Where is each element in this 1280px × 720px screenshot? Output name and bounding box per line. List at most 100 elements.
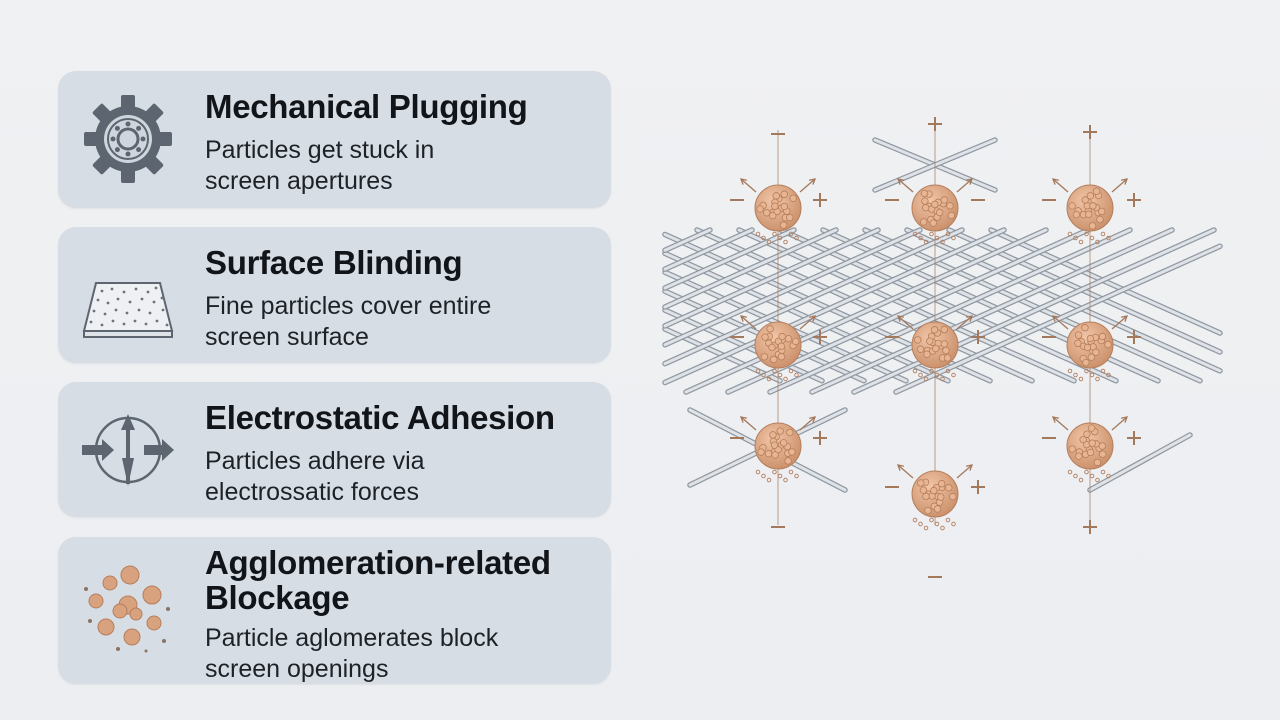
card-description-line: screen openings [205, 655, 389, 683]
grain [917, 479, 925, 487]
fine-particle [1084, 469, 1089, 475]
fine-particle [1089, 235, 1095, 241]
grain [1088, 222, 1097, 230]
force-arrowhead [965, 178, 974, 185]
card-description-line: Particle aglomerates block [205, 624, 499, 652]
grain [763, 209, 771, 217]
fine-particle [1073, 235, 1078, 241]
fine-particle [1067, 231, 1073, 237]
grain [778, 332, 786, 341]
grain [1092, 187, 1101, 195]
fine-particle [766, 376, 772, 382]
screen-surface-icon [82, 282, 174, 338]
force-arrowhead [965, 464, 974, 471]
grain [780, 202, 789, 211]
grain [1085, 210, 1093, 219]
fine-particle [1100, 469, 1106, 475]
fine-particle [945, 368, 951, 374]
card-description: Particles get stuck in screen apertures [205, 135, 600, 197]
grain [937, 480, 946, 488]
fine-particle [772, 231, 777, 237]
card-title: Agglomeration-related Blockage [205, 545, 600, 615]
grain [916, 345, 925, 353]
grain [786, 213, 794, 222]
force-arrow [799, 416, 816, 431]
grain [1096, 215, 1104, 224]
particle-cluster [739, 178, 817, 245]
grain [1072, 210, 1081, 219]
fine-particle [772, 469, 777, 475]
fine-particle [766, 477, 772, 483]
force-arrow [799, 178, 816, 193]
fine-particle [923, 376, 929, 382]
force-arrow [1111, 315, 1128, 330]
grain [924, 506, 932, 515]
force-arrowhead [896, 315, 905, 322]
grain [1086, 192, 1095, 200]
force-arrow [740, 178, 757, 193]
fine-particle [945, 517, 951, 523]
grain [945, 484, 953, 492]
card-description: Fine particles cover entire screen surfa… [205, 291, 600, 353]
fine-particle [1095, 239, 1100, 245]
grain [756, 205, 764, 213]
force-arrowhead [1051, 178, 1060, 185]
grain [1087, 353, 1096, 361]
grain [930, 326, 939, 334]
particle-cluster [1051, 315, 1129, 382]
fine-particle [912, 517, 918, 523]
fine-particle [1089, 473, 1095, 479]
grain [1074, 331, 1083, 339]
fine-particle [923, 239, 929, 245]
fine-particle [1073, 372, 1078, 378]
card-description-line: electrossatic forces [205, 478, 419, 506]
particle-cluster [896, 178, 974, 245]
fine-particle [912, 231, 918, 237]
force-arrow [897, 464, 914, 479]
surface-blinding-card: Surface Blinding Fine particles cover en… [58, 227, 611, 363]
grain [921, 204, 930, 212]
force-arrow [1052, 178, 1069, 193]
force-arrowhead [896, 464, 905, 471]
fine-particle [1106, 473, 1111, 479]
card-title: Electrostatic Adhesion [205, 399, 555, 436]
grain [943, 354, 952, 362]
fine-particle [1084, 231, 1089, 237]
charged-particles-on-mesh-illustration [662, 117, 1223, 578]
wire-strand-highlight [663, 228, 754, 271]
grain [946, 202, 954, 210]
grain [786, 428, 794, 437]
card-description-line: Particles get stuck in [205, 136, 435, 164]
fine-particle [918, 521, 923, 527]
fine-particle [783, 239, 788, 245]
force-arrow [1052, 315, 1069, 330]
card-description-line: Fine particles cover entire [205, 292, 492, 320]
fine-particle [1095, 376, 1100, 382]
grain [757, 448, 765, 456]
fine-particle [794, 473, 799, 479]
force-arrow [740, 416, 757, 431]
grain [935, 208, 944, 217]
fine-particle [940, 376, 945, 382]
fine-particle [1078, 477, 1084, 483]
grain [770, 355, 778, 364]
fine-particle [788, 469, 794, 475]
electrostatic-adhesion-card: Electrostatic Adhesion Particles adhere … [58, 382, 611, 517]
fine-particle [794, 235, 799, 241]
wire-strand-highlight [663, 228, 1006, 385]
fine-particle [934, 521, 940, 527]
force-arrowhead [1120, 178, 1129, 185]
grain [1087, 424, 1096, 432]
grain [919, 218, 928, 226]
wire-strand-highlight [894, 244, 1222, 394]
fine-particle [934, 235, 940, 241]
fine-particle [761, 473, 766, 479]
grain [914, 336, 922, 344]
fine-particle [777, 372, 783, 378]
fine-particle [772, 368, 777, 374]
force-arrowhead [1120, 416, 1129, 423]
grain [788, 448, 796, 456]
grain [1075, 452, 1083, 460]
fine-particle [1067, 368, 1073, 374]
grain [1092, 348, 1100, 356]
